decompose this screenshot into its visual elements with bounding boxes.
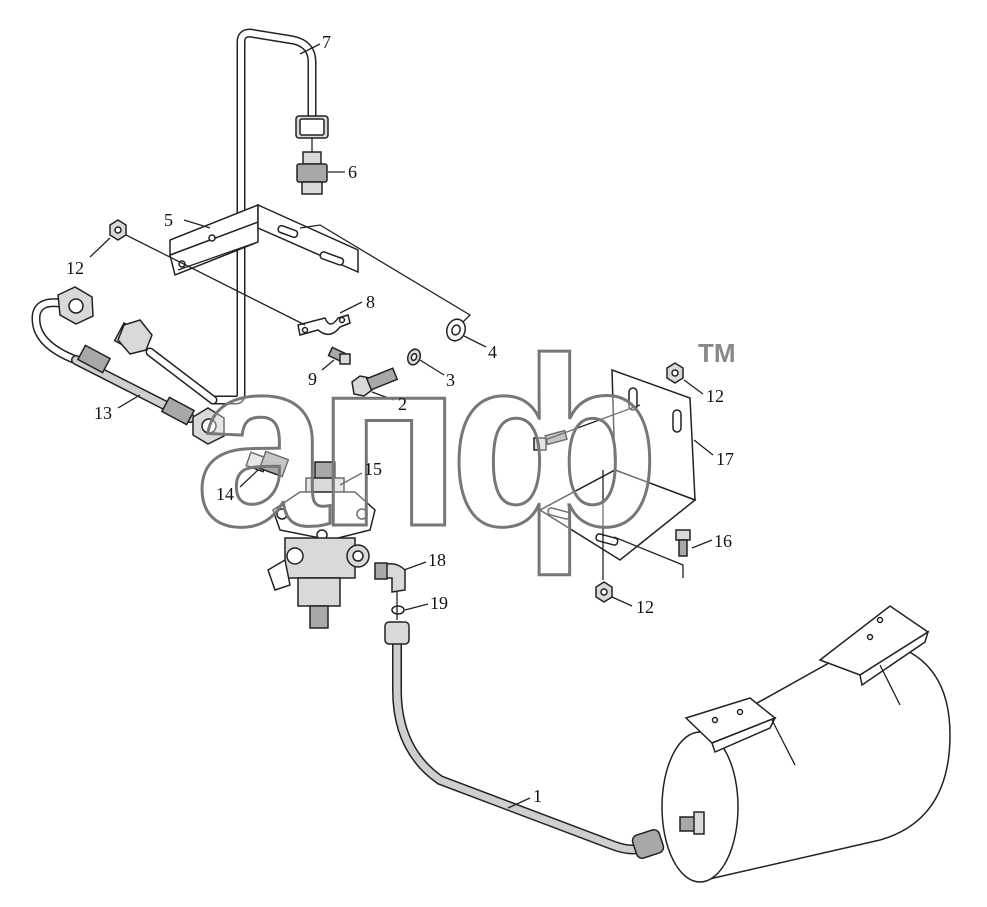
callout-13: 13 — [94, 403, 112, 423]
part-15-valve — [267, 461, 376, 629]
part-17-bracket — [538, 368, 697, 561]
part-18-elbow — [374, 562, 406, 593]
callout-3: 3 — [446, 370, 455, 390]
part-14-fitting — [245, 450, 290, 478]
callouts: 7 6 5 12 8 9 2 3 4 13 14 15 18 19 1 12 1… — [66, 32, 734, 806]
callout-1: 1 — [533, 786, 542, 806]
callout-5: 5 — [164, 210, 173, 230]
watermark: aпф TM — [194, 307, 736, 578]
air-tank — [661, 605, 951, 883]
part-7-tube — [145, 28, 329, 405]
part-5-bracket — [169, 203, 359, 277]
callout-9: 9 — [308, 369, 317, 389]
part-1-hose — [384, 621, 665, 859]
callout-12b: 12 — [706, 386, 724, 406]
callout-6: 6 — [348, 162, 357, 182]
part-9-screw — [327, 346, 351, 365]
callout-12a: 12 — [66, 258, 84, 278]
part-6-fitting — [296, 151, 328, 195]
callout-2: 2 — [398, 394, 407, 414]
leader-lines — [89, 43, 714, 809]
part-12-nut-a — [109, 219, 127, 241]
callout-17: 17 — [716, 449, 734, 469]
part-19-oring — [391, 605, 405, 615]
part-3-washer — [406, 348, 422, 366]
part-2-bolt — [351, 367, 399, 397]
part-12-nut-c — [595, 581, 613, 603]
part-12-nut-b — [666, 362, 684, 384]
part-4-washer — [445, 318, 467, 342]
callout-18: 18 — [428, 550, 446, 570]
callout-15: 15 — [364, 459, 382, 479]
part-13-hose — [31, 286, 225, 445]
callout-12c: 12 — [636, 597, 654, 617]
callout-19: 19 — [430, 593, 448, 613]
callout-4: 4 — [488, 342, 497, 362]
watermark-text: aпф — [195, 308, 650, 576]
callout-14: 14 — [216, 484, 234, 504]
callout-7: 7 — [322, 32, 331, 52]
watermark-tm: TM — [698, 338, 736, 368]
callout-16: 16 — [714, 531, 732, 551]
part-16-bolt — [675, 529, 691, 557]
callout-8: 8 — [366, 292, 375, 312]
part-8-clamp — [297, 314, 351, 336]
